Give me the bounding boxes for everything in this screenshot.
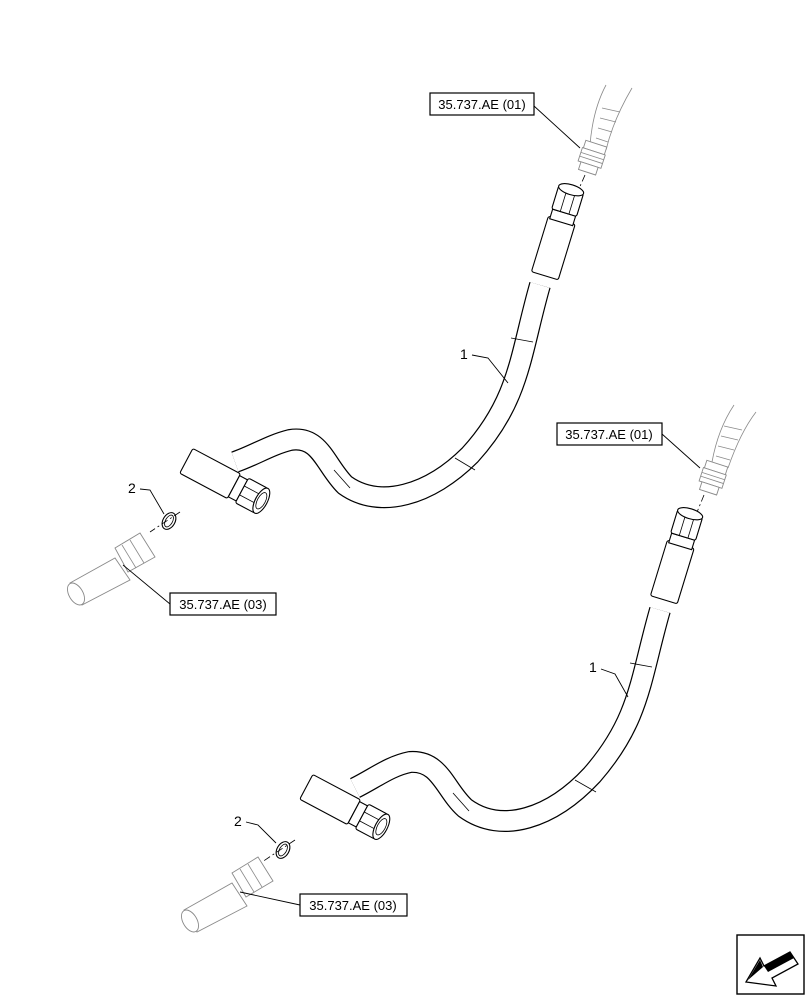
top-upstream-line — [589, 84, 633, 151]
top-o-ring — [161, 512, 177, 530]
bottom-upper-hose-fitting — [650, 507, 704, 604]
top-lower-reference-label: 35.737.AE (03) — [122, 564, 277, 616]
top-hose-assembly: 35.737.AE (01) 35.737.AE (03) 1 2 — [67, 84, 633, 616]
top-hose-callout: 1 — [460, 346, 509, 384]
top-hose-callout-number: 1 — [460, 346, 468, 362]
bottom-lower-reference-text: 35.737.AE (03) — [309, 898, 396, 913]
bottom-downstream-tube — [181, 856, 274, 933]
bottom-lower-hose-fitting — [299, 774, 391, 840]
bottom-o-ring-callout-number: 2 — [234, 813, 242, 829]
bottom-upper-reference-text: 35.737.AE (01) — [565, 427, 652, 442]
top-upper-hose-fitting — [531, 183, 585, 280]
bottom-upper-centerline — [692, 494, 705, 523]
top-o-ring-callout: 2 — [128, 480, 165, 515]
top-upper-reference-text: 35.737.AE (01) — [438, 97, 525, 112]
bottom-upstream-line — [711, 404, 757, 469]
bottom-upper-reference-label: 35.737.AE (01) — [556, 422, 701, 469]
top-lower-centerline — [149, 511, 181, 533]
bottom-o-ring — [275, 841, 291, 859]
bottom-hose-callout-number: 1 — [589, 659, 597, 675]
top-o-ring-callout-number: 2 — [128, 480, 136, 496]
bottom-hose-assembly: 35.737.AE (01) 35.737.AE (03) 1 2 — [181, 404, 757, 933]
top-lower-hose-fitting — [179, 448, 271, 514]
bottom-lower-centerline — [261, 839, 296, 863]
bottom-lower-reference-label: 35.737.AE (03) — [239, 891, 408, 917]
bottom-hose-body — [349, 606, 671, 832]
view-direction-arrow-icon — [736, 934, 805, 995]
top-downstream-tube — [67, 532, 156, 606]
top-lower-reference-text: 35.737.AE (03) — [179, 597, 266, 612]
bottom-hose-callout: 1 — [589, 659, 629, 698]
top-upstream-adapter — [577, 139, 608, 176]
bottom-upstream-adapter — [698, 459, 729, 496]
top-hose-body — [231, 281, 551, 509]
top-upper-reference-label: 35.737.AE (01) — [429, 92, 581, 149]
bottom-o-ring-callout: 2 — [234, 813, 277, 844]
top-upper-centerline — [573, 174, 586, 201]
